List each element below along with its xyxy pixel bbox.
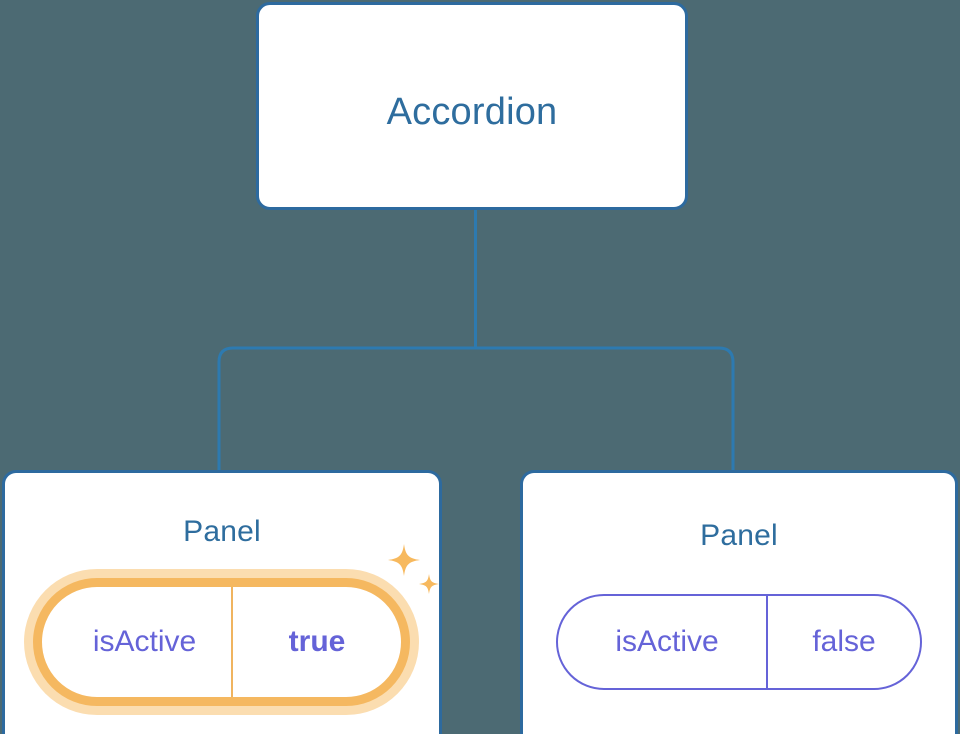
prop-key-label: isActive xyxy=(42,587,233,697)
prop-pill-isactive-true[interactable]: isActive true xyxy=(33,578,410,706)
node-panel-inactive-title: Panel xyxy=(700,519,778,552)
node-accordion[interactable]: Accordion xyxy=(256,2,688,210)
connector-branch-right xyxy=(475,346,735,470)
node-panel-active-title: Panel xyxy=(183,515,261,548)
node-accordion-title: Accordion xyxy=(386,91,558,133)
prop-value-label: true xyxy=(288,625,346,658)
prop-value-label: false xyxy=(812,625,876,658)
connector-branch-left xyxy=(217,346,476,470)
prop-key-label: isActive xyxy=(558,596,768,688)
prop-pill-isactive-false[interactable]: isActive false xyxy=(556,594,922,690)
